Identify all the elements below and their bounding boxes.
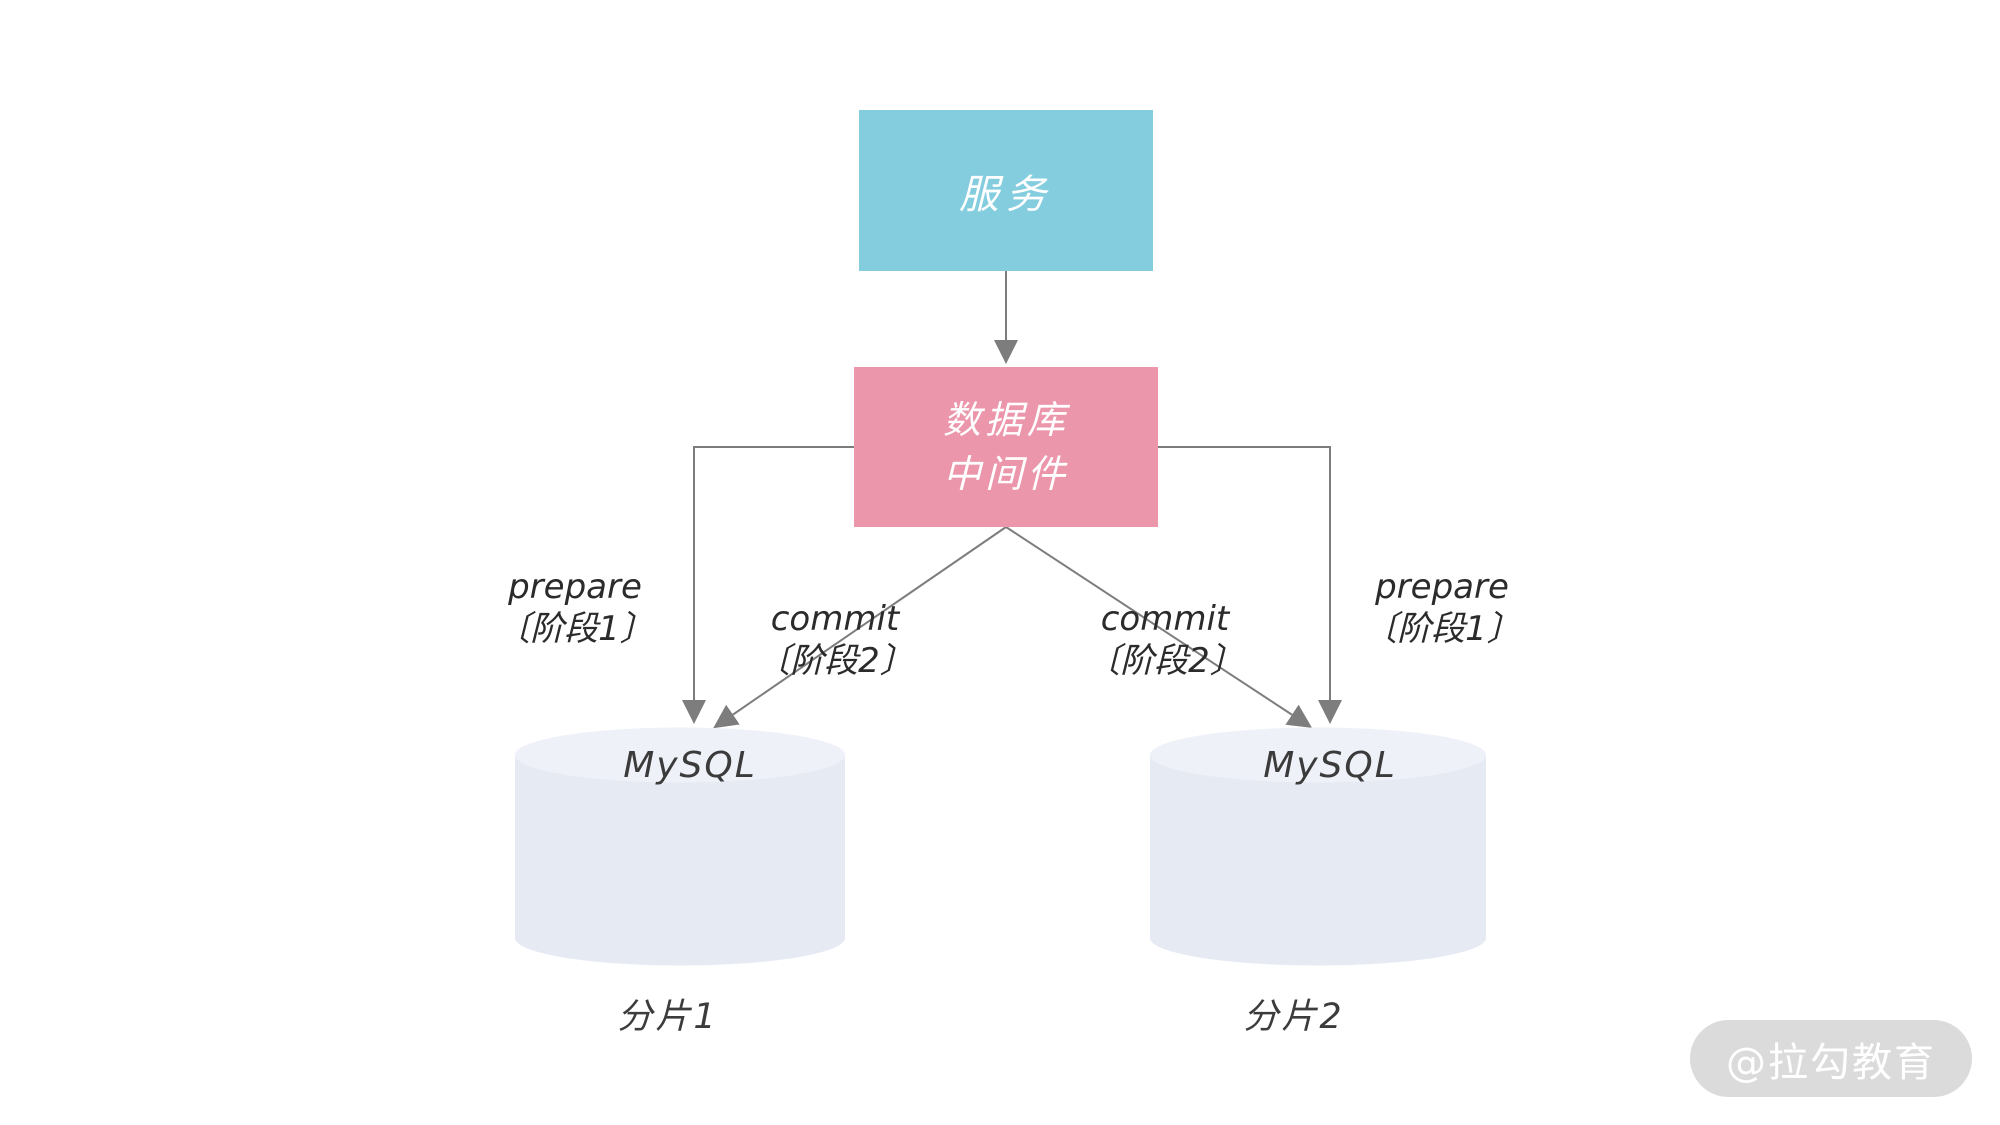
shard2-cylinder-top bbox=[1150, 727, 1486, 783]
connector-commit-shard2 bbox=[1005, 526, 1313, 728]
shard1-cylinder-top bbox=[515, 727, 845, 783]
middleware-node-box bbox=[854, 367, 1158, 527]
shard1-database-cylinder bbox=[515, 727, 845, 966]
service-node-box bbox=[859, 110, 1153, 271]
watermark-pill bbox=[1690, 1020, 1972, 1097]
connector-prepare-shard2 bbox=[1158, 446, 1342, 724]
shard2-cylinder-body bbox=[1150, 755, 1486, 966]
shard1-cylinder-body bbox=[515, 755, 845, 966]
connector-commit-shard1 bbox=[713, 526, 1007, 729]
connector-prepare-shard1 bbox=[682, 446, 854, 724]
shard2-database-cylinder bbox=[1150, 727, 1486, 966]
